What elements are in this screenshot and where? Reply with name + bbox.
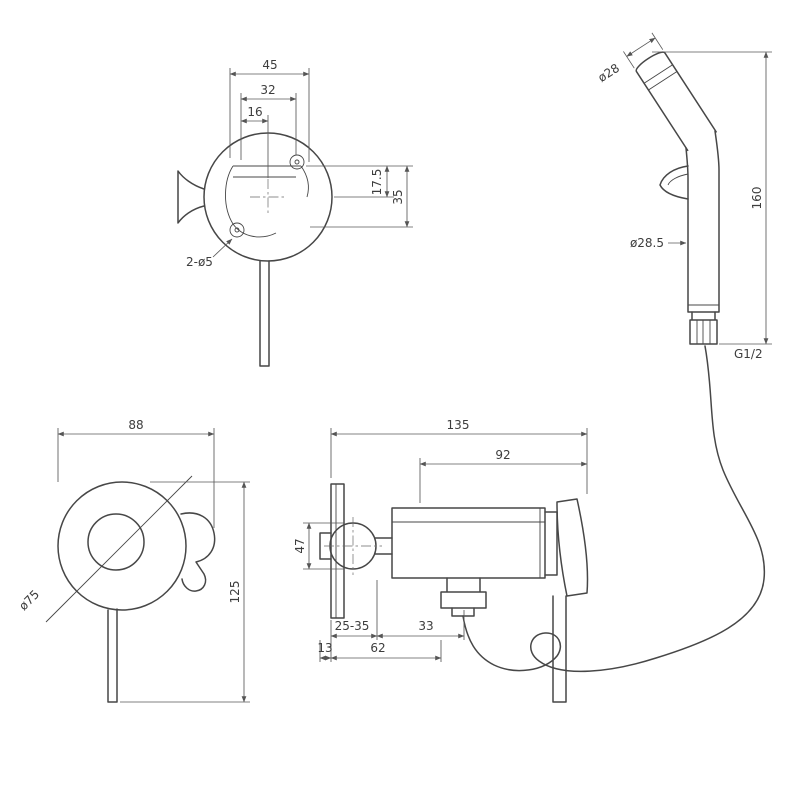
holder-top-view: 45 32 16 17.5 35 2-ø5	[177, 58, 413, 367]
valve-body-details	[392, 508, 545, 578]
holder-centerlines	[250, 179, 286, 215]
dim-16-label: 16	[247, 105, 262, 119]
sprayer-body	[685, 130, 720, 313]
screw-hole-upper	[289, 154, 305, 170]
dim-dia75-label: ø75	[16, 587, 42, 613]
valve-handle-mount	[544, 511, 558, 576]
dim-dia28-label: ø28	[595, 61, 622, 85]
dim-13-label: 13	[317, 641, 332, 655]
head-dia-ext-lines	[623, 32, 664, 69]
connector-knurl	[696, 320, 711, 344]
dim-slot-width: 32	[240, 83, 297, 160]
holder-top-bar	[233, 165, 301, 178]
flexible-hose	[462, 345, 766, 673]
dim-hole-offset: 17.5	[306, 165, 413, 198]
screw-hole-lower	[229, 222, 245, 238]
dim-62-label: 62	[370, 641, 385, 655]
valve-shaft	[374, 537, 393, 555]
dim-45-label: 45	[262, 58, 277, 72]
dim-overall-width: 45	[229, 58, 310, 162]
valve-body	[391, 507, 546, 579]
plate-stem	[107, 608, 118, 703]
dim-17-5-label: 17.5	[370, 169, 384, 196]
sprayer-trigger	[659, 165, 689, 200]
sprayer-head-outline	[635, 51, 717, 152]
valve-down-pipe	[552, 595, 567, 703]
holder-cradle-arc-right	[300, 165, 309, 198]
dim-160-label: 160	[750, 187, 764, 210]
callout-screw-holes: 2-ø5	[186, 238, 233, 269]
dim-47-label: 47	[293, 538, 307, 553]
callout-plate-diameter: ø75	[16, 475, 193, 623]
dim-dia28-5-label: ø28.5	[630, 236, 664, 250]
dim-35-label: 35	[391, 189, 405, 204]
label-2-dia5: 2-ø5	[186, 255, 213, 269]
dim-valve-body-length: 92	[419, 448, 588, 503]
valve-wall-stub	[319, 532, 332, 560]
dim-32-label: 32	[260, 83, 275, 97]
holder-stem	[259, 260, 270, 367]
valve-wall-flange	[330, 483, 345, 619]
sprayer-head: ø28	[595, 32, 717, 152]
dim-valve-overall-length: 135	[330, 418, 588, 494]
sprayer-head-rings	[643, 64, 678, 91]
dim-88-label: 88	[128, 418, 143, 432]
plate-front-view: ø75 88 125	[16, 418, 250, 703]
valve-inlet-centerlines	[324, 517, 382, 575]
sprayer-inlet-connector	[689, 311, 718, 345]
dim-33-label: 33	[418, 619, 433, 633]
dim-valve-center-height: 47	[293, 522, 344, 570]
dim-wall-thickness-row: 25-35 33	[330, 580, 465, 662]
dim-plate-width: 88	[57, 418, 215, 528]
sprayer-trigger-detail	[667, 173, 689, 186]
plate-outer-circle	[57, 481, 187, 611]
valve-handle-lever	[556, 498, 589, 597]
callout-thread: G1/2	[734, 347, 763, 361]
dim-92-label: 92	[495, 448, 510, 462]
callout-body-diameter: ø28.5	[630, 236, 687, 250]
dim-depth-row: 13 62	[317, 640, 442, 662]
valve-outlet-nipple	[451, 607, 475, 617]
head-dia-dim-line	[626, 37, 656, 57]
sprayer-view: ø28 160 ø28.5 G1/2	[595, 32, 772, 361]
dim-slot-half: 16	[240, 105, 269, 178]
screw-hole-upper-center	[294, 159, 300, 165]
screw-hole-lower-center	[234, 227, 240, 233]
valve-side-view: 135 92 47 25-35 33 13 62	[293, 345, 766, 703]
plate-hook	[180, 512, 216, 592]
dim-135-label: 135	[447, 418, 470, 432]
holder-hook-nose	[177, 170, 205, 224]
dim-25-35-label: 25-35	[335, 619, 370, 633]
dim-125-label: 125	[228, 581, 242, 604]
valve-outlet	[440, 577, 487, 609]
plate-inner-circle	[87, 513, 145, 571]
dim-hole-spacing: 35	[310, 165, 413, 228]
label-g1-2: G1/2	[734, 347, 763, 361]
dim-sprayer-height: 160	[652, 51, 772, 345]
dim-plate-height: 125	[120, 481, 250, 703]
